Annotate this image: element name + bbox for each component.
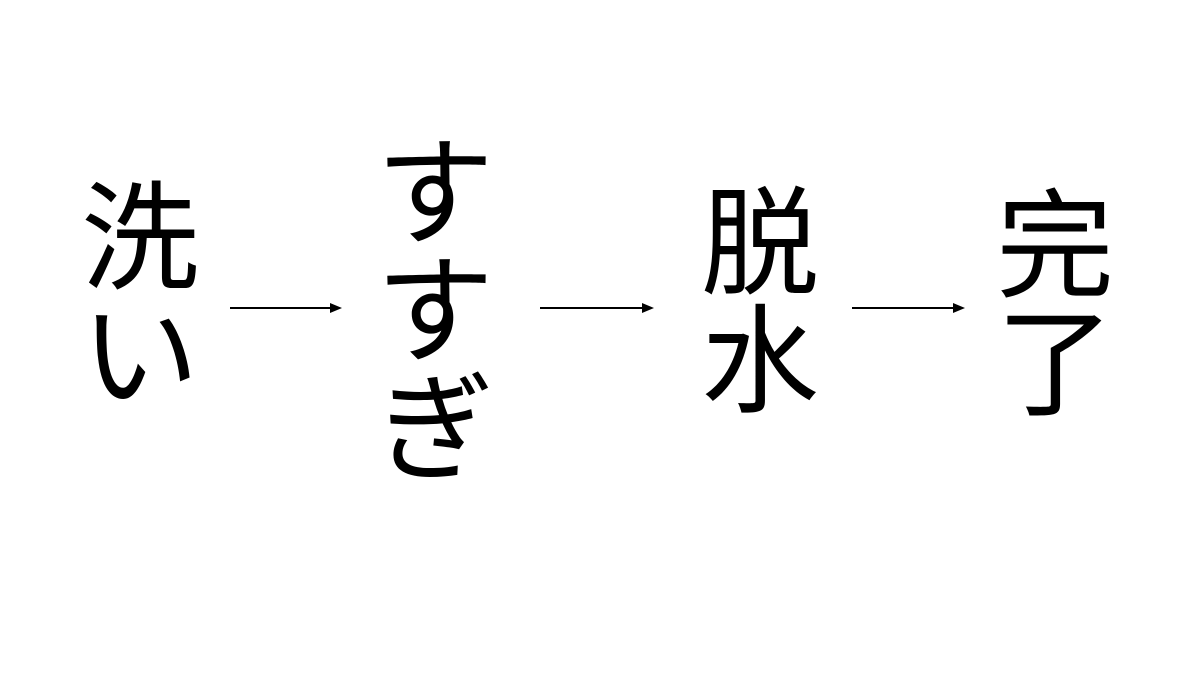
arrow-icon [540,300,654,316]
step-char: 洗 [80,170,199,308]
step-char: す [375,243,494,381]
step-char: 完 [995,178,1114,316]
step-char: 了 [995,296,1114,434]
step-complete: 完 了 [990,188,1120,424]
step-char: ぎ [375,361,494,499]
step-spin: 脱 水 [695,185,825,421]
step-char: 脱 [700,175,819,313]
arrow-icon [852,300,965,316]
step-char: い [80,288,199,426]
step-char: 水 [700,293,819,431]
arrow-icon [230,300,342,316]
step-char: す [375,125,494,263]
step-wash: 洗 い [75,180,205,416]
step-rinse: す す ぎ [370,135,500,489]
